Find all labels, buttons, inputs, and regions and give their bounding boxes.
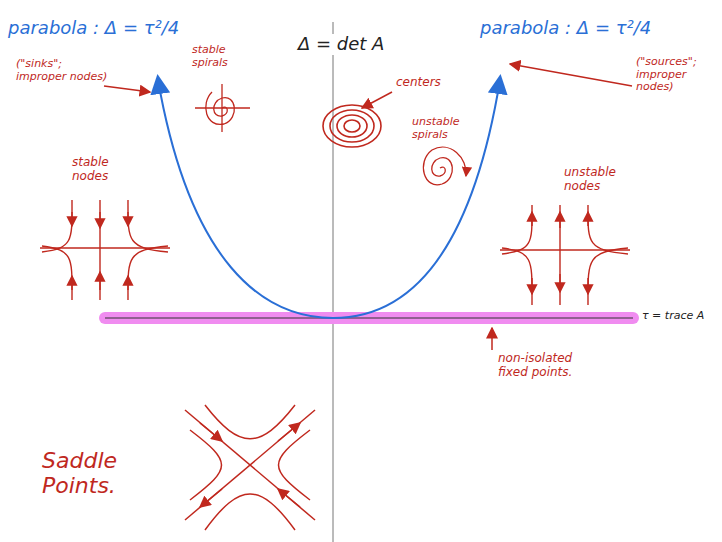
region-label: ("sinks"; improper nodes) (14, 58, 110, 83)
stable-node-icon (40, 200, 170, 300)
region-label: unstable nodes (562, 166, 626, 194)
region-label: ("sources"; improper nodes) (634, 56, 718, 94)
unstable-spiral-icon (423, 147, 466, 185)
region-label: stable spirals (190, 44, 248, 69)
trace-axis (105, 318, 633, 319)
parabola-label: parabola : Δ = τ²/4 (6, 18, 181, 39)
note-label: non-isolated fixed points. (496, 352, 596, 380)
leader-line (510, 64, 632, 86)
leader-line (104, 86, 150, 92)
region-label: stable nodes (70, 156, 124, 184)
stable-spiral-icon (195, 84, 250, 132)
region-label: Saddle Points. (40, 448, 140, 499)
center-orbits-icon (323, 105, 381, 147)
parabola-label: parabola : Δ = τ²/4 (478, 18, 653, 39)
parabola-curve (158, 80, 500, 318)
leader-line (491, 328, 493, 350)
parabola-arrow (158, 78, 160, 92)
det-axis (333, 22, 334, 542)
leader-line (362, 92, 392, 108)
parabola-arrow (498, 78, 500, 92)
axis-label: Δ = det A (296, 34, 386, 55)
region-label: centers (394, 76, 443, 90)
axis-label: τ = trace A (640, 310, 706, 323)
unstable-node-icon (500, 205, 630, 305)
region-label: unstable spirals (410, 116, 474, 141)
saddle-icon (185, 405, 315, 530)
